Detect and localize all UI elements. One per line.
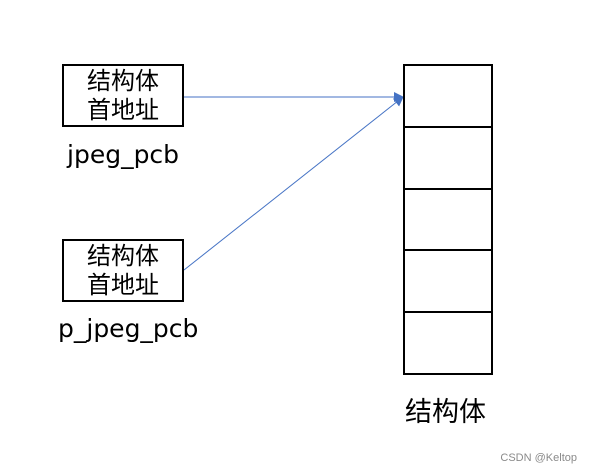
pointer-box-line1: 结构体 [87,241,159,270]
struct-caption: 结构体 [405,397,486,428]
pointer-box-line2: 首地址 [87,270,159,299]
arrow-p-jpeg-pcb [183,96,404,271]
struct-cell [405,251,491,314]
pointer-box-p-jpeg-pcb: 结构体 首地址 [62,239,184,302]
struct-cell [405,128,491,190]
struct-cell [405,190,491,252]
struct-cell [405,313,491,373]
pointer-caption-jpeg-pcb: jpeg_pcb [67,140,180,169]
pointer-caption-p-jpeg-pcb: p_jpeg_pcb [58,314,199,343]
struct-memory-block [403,64,493,375]
watermark: CSDN @Keltop [500,452,577,464]
struct-cell [405,66,491,128]
pointer-box-line1: 结构体 [87,66,159,95]
pointer-box-jpeg-pcb: 结构体 首地址 [62,64,184,127]
pointer-box-line2: 首地址 [87,95,159,124]
